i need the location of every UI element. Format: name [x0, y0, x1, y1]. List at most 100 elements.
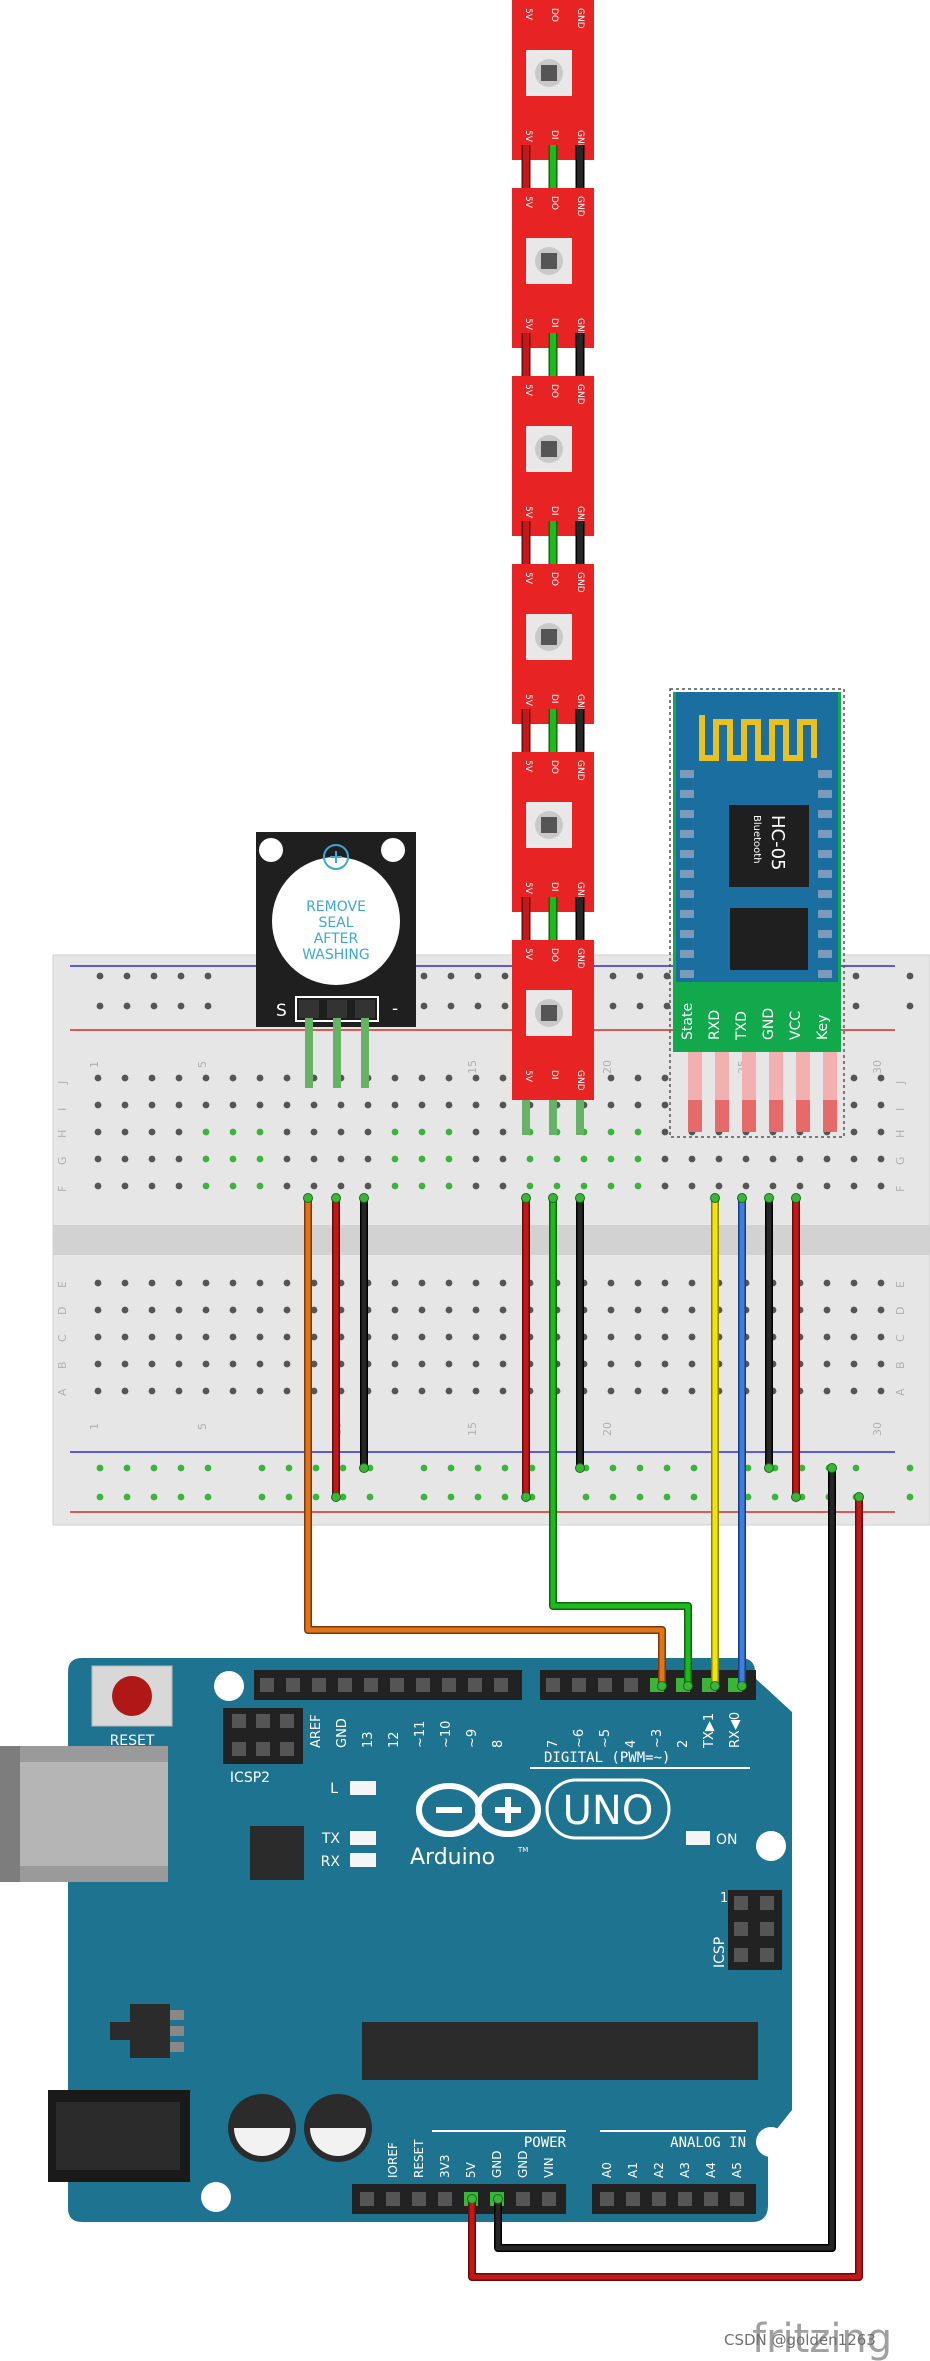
breadboard-hole [688, 1360, 696, 1368]
hc05-pin-label: GND [761, 1008, 777, 1040]
breadboard-hole [94, 1128, 102, 1136]
breadboard-hole [607, 1306, 615, 1314]
wire-endpoint [359, 1463, 369, 1473]
analog-pin-label: A1 [626, 2162, 640, 2178]
breadboard-hole [94, 1155, 102, 1163]
rail-hole [447, 1002, 455, 1010]
icsp-header [728, 1890, 782, 1970]
hc05-pad [818, 850, 832, 858]
wire-endpoint [331, 1193, 341, 1203]
hc05-leg [715, 1100, 729, 1132]
breadboard-hole [499, 1360, 507, 1368]
hc05-pad [818, 890, 832, 898]
led-die [541, 1005, 557, 1021]
header-pin [312, 1678, 326, 1692]
breadboard-hole [877, 1074, 885, 1082]
hc05-leg [688, 1100, 702, 1132]
row-letter-e-right: E [894, 1281, 907, 1288]
wire-endpoint [827, 1463, 837, 1473]
rail-hole [312, 1493, 320, 1501]
flash-chip [730, 908, 808, 970]
hc05-pin-label: VCC [788, 1011, 804, 1040]
hc05-pad [680, 950, 694, 958]
breadboard-hole [310, 1155, 318, 1163]
breadboard-hole [256, 1387, 264, 1395]
breadboard-hole [877, 1387, 885, 1395]
rail-hole [771, 1493, 779, 1501]
csdn-credit: CSDN @golden1263 [724, 2331, 876, 2349]
breadboard-hole [634, 1306, 642, 1314]
header-pin [364, 1678, 378, 1692]
hc05-pad [680, 970, 694, 978]
reset-button[interactable] [91, 1665, 173, 1727]
power-header [352, 2184, 566, 2214]
row-letter-e: E [56, 1281, 69, 1288]
breadboard-hole [364, 1101, 372, 1109]
strip-leg [576, 1100, 584, 1135]
breadboard-hole [337, 1101, 345, 1109]
breadboard-hole [175, 1279, 183, 1287]
breadboard-hole [121, 1333, 129, 1341]
buzzer-body [272, 857, 400, 985]
breadboard-hole [499, 1128, 507, 1136]
wire-endpoint [737, 1681, 747, 1691]
breadboard-hole [769, 1155, 777, 1163]
rail-hole [906, 1464, 914, 1472]
rail-hole [501, 1464, 509, 1472]
breadboard-hole [391, 1333, 399, 1341]
breadboard-hole [94, 1074, 102, 1082]
led-die [541, 441, 557, 457]
breadboard-hole [742, 1182, 750, 1190]
breadboard-hole [202, 1101, 210, 1109]
breadboard-hole [148, 1279, 156, 1287]
breadboard-hole [256, 1101, 264, 1109]
digital-pin-label: ~11 [413, 1721, 428, 1748]
power-pin-label: GND [516, 2150, 530, 2178]
power-pin-label: IOREF [386, 2142, 400, 2178]
breadboard-hole [148, 1101, 156, 1109]
breadboard-hole [310, 1101, 318, 1109]
breadboard-hole [148, 1306, 156, 1314]
led-die [541, 65, 557, 81]
rail-hole [204, 972, 212, 980]
strip-pin-in-label: GND [575, 1070, 585, 1091]
breadboard-hole [337, 1182, 345, 1190]
breadboard-hole [256, 1155, 264, 1163]
strip-pin-out-label: GND [575, 8, 585, 29]
col-num-20-top: 20 [601, 1060, 614, 1074]
breadboard-hole [634, 1101, 642, 1109]
rx-label: RX [321, 1854, 341, 1870]
breadboard-hole [256, 1128, 264, 1136]
breadboard-hole [94, 1101, 102, 1109]
breadboard-hole [121, 1182, 129, 1190]
rail-hole [501, 972, 509, 980]
buzzer-label-line: REMOVE [306, 899, 366, 915]
breadboard-hole [580, 1182, 588, 1190]
breadboard-hole [148, 1182, 156, 1190]
wire-endpoint [683, 1681, 693, 1691]
breadboard-hole [256, 1279, 264, 1287]
breadboard-hole [769, 1182, 777, 1190]
breadboard-hole [526, 1182, 534, 1190]
digital-pin-label: ~5 [598, 1729, 613, 1748]
antenna-icon [699, 715, 817, 761]
wire-endpoint [710, 1681, 720, 1691]
breadboard-hole [445, 1128, 453, 1136]
breadboard-hole [850, 1306, 858, 1314]
breadboard-hole [445, 1101, 453, 1109]
row-letter-d-right: D [894, 1307, 907, 1315]
digital-pin-label: AREF [309, 1714, 324, 1748]
breadboard-hole [661, 1279, 669, 1287]
capacitor [228, 2094, 296, 2162]
hc05-pad [818, 930, 832, 938]
breadboard-hole [472, 1360, 480, 1368]
rail-hole [744, 1464, 752, 1472]
row-letter-b-right: B [894, 1361, 907, 1369]
col-num-30-top: 30 [871, 1060, 884, 1074]
led-strip: 5V5VDODIGNDGND5V5VDODIGNDGND5V5VDODIGNDG… [512, 0, 594, 1135]
row-letter-i: I [56, 1108, 69, 1111]
breadboard-hole [607, 1360, 615, 1368]
rail-hole [636, 1493, 644, 1501]
